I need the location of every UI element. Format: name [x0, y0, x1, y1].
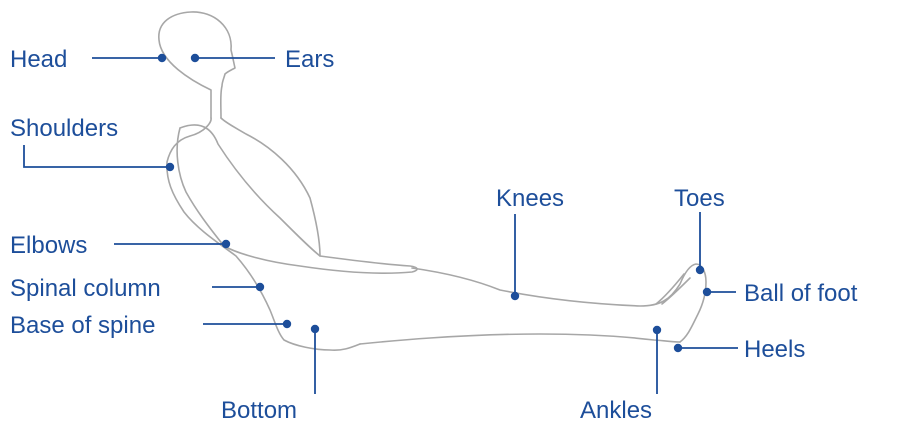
elbows-dot — [222, 240, 230, 248]
labels: Head Ears Shoulders Elbows Spinal column… — [10, 46, 858, 422]
head-dot — [158, 54, 166, 62]
ankles-dot — [653, 326, 661, 334]
shoulders-dot — [166, 163, 174, 171]
spinal-column-dot — [256, 283, 264, 291]
leg-bottom-outline — [360, 334, 680, 344]
label-ball-of-foot: Ball of foot — [744, 280, 858, 307]
knees-dot — [511, 292, 519, 300]
base-of-spine-dot — [283, 320, 291, 328]
label-knees: Knees — [496, 185, 564, 212]
toe-detail — [656, 274, 690, 304]
ball-of-foot-dot — [703, 288, 711, 296]
label-ankles: Ankles — [580, 397, 652, 422]
label-ears: Ears — [285, 46, 334, 73]
toes-dot — [696, 266, 704, 274]
label-elbows: Elbows — [10, 232, 87, 259]
label-spinal-column: Spinal column — [10, 275, 161, 302]
label-head: Head — [10, 46, 67, 73]
head-outline — [159, 12, 235, 118]
arm-outline — [177, 125, 417, 273]
anchor-dots — [158, 54, 711, 352]
label-base-of-spine: Base of spine — [10, 312, 155, 339]
heels-dot — [674, 344, 682, 352]
label-toes: Toes — [674, 185, 725, 212]
torso-outline — [221, 118, 320, 256]
label-heels: Heels — [744, 336, 805, 363]
label-bottom: Bottom — [221, 397, 297, 422]
bottom-dot — [311, 325, 319, 333]
label-shoulders: Shoulders — [10, 115, 118, 142]
shoulders-leader — [24, 145, 170, 167]
ears-dot — [191, 54, 199, 62]
back-outline — [167, 118, 360, 350]
leader-lines — [24, 58, 738, 394]
body-outline — [159, 12, 706, 350]
leg-top-outline — [412, 264, 706, 342]
